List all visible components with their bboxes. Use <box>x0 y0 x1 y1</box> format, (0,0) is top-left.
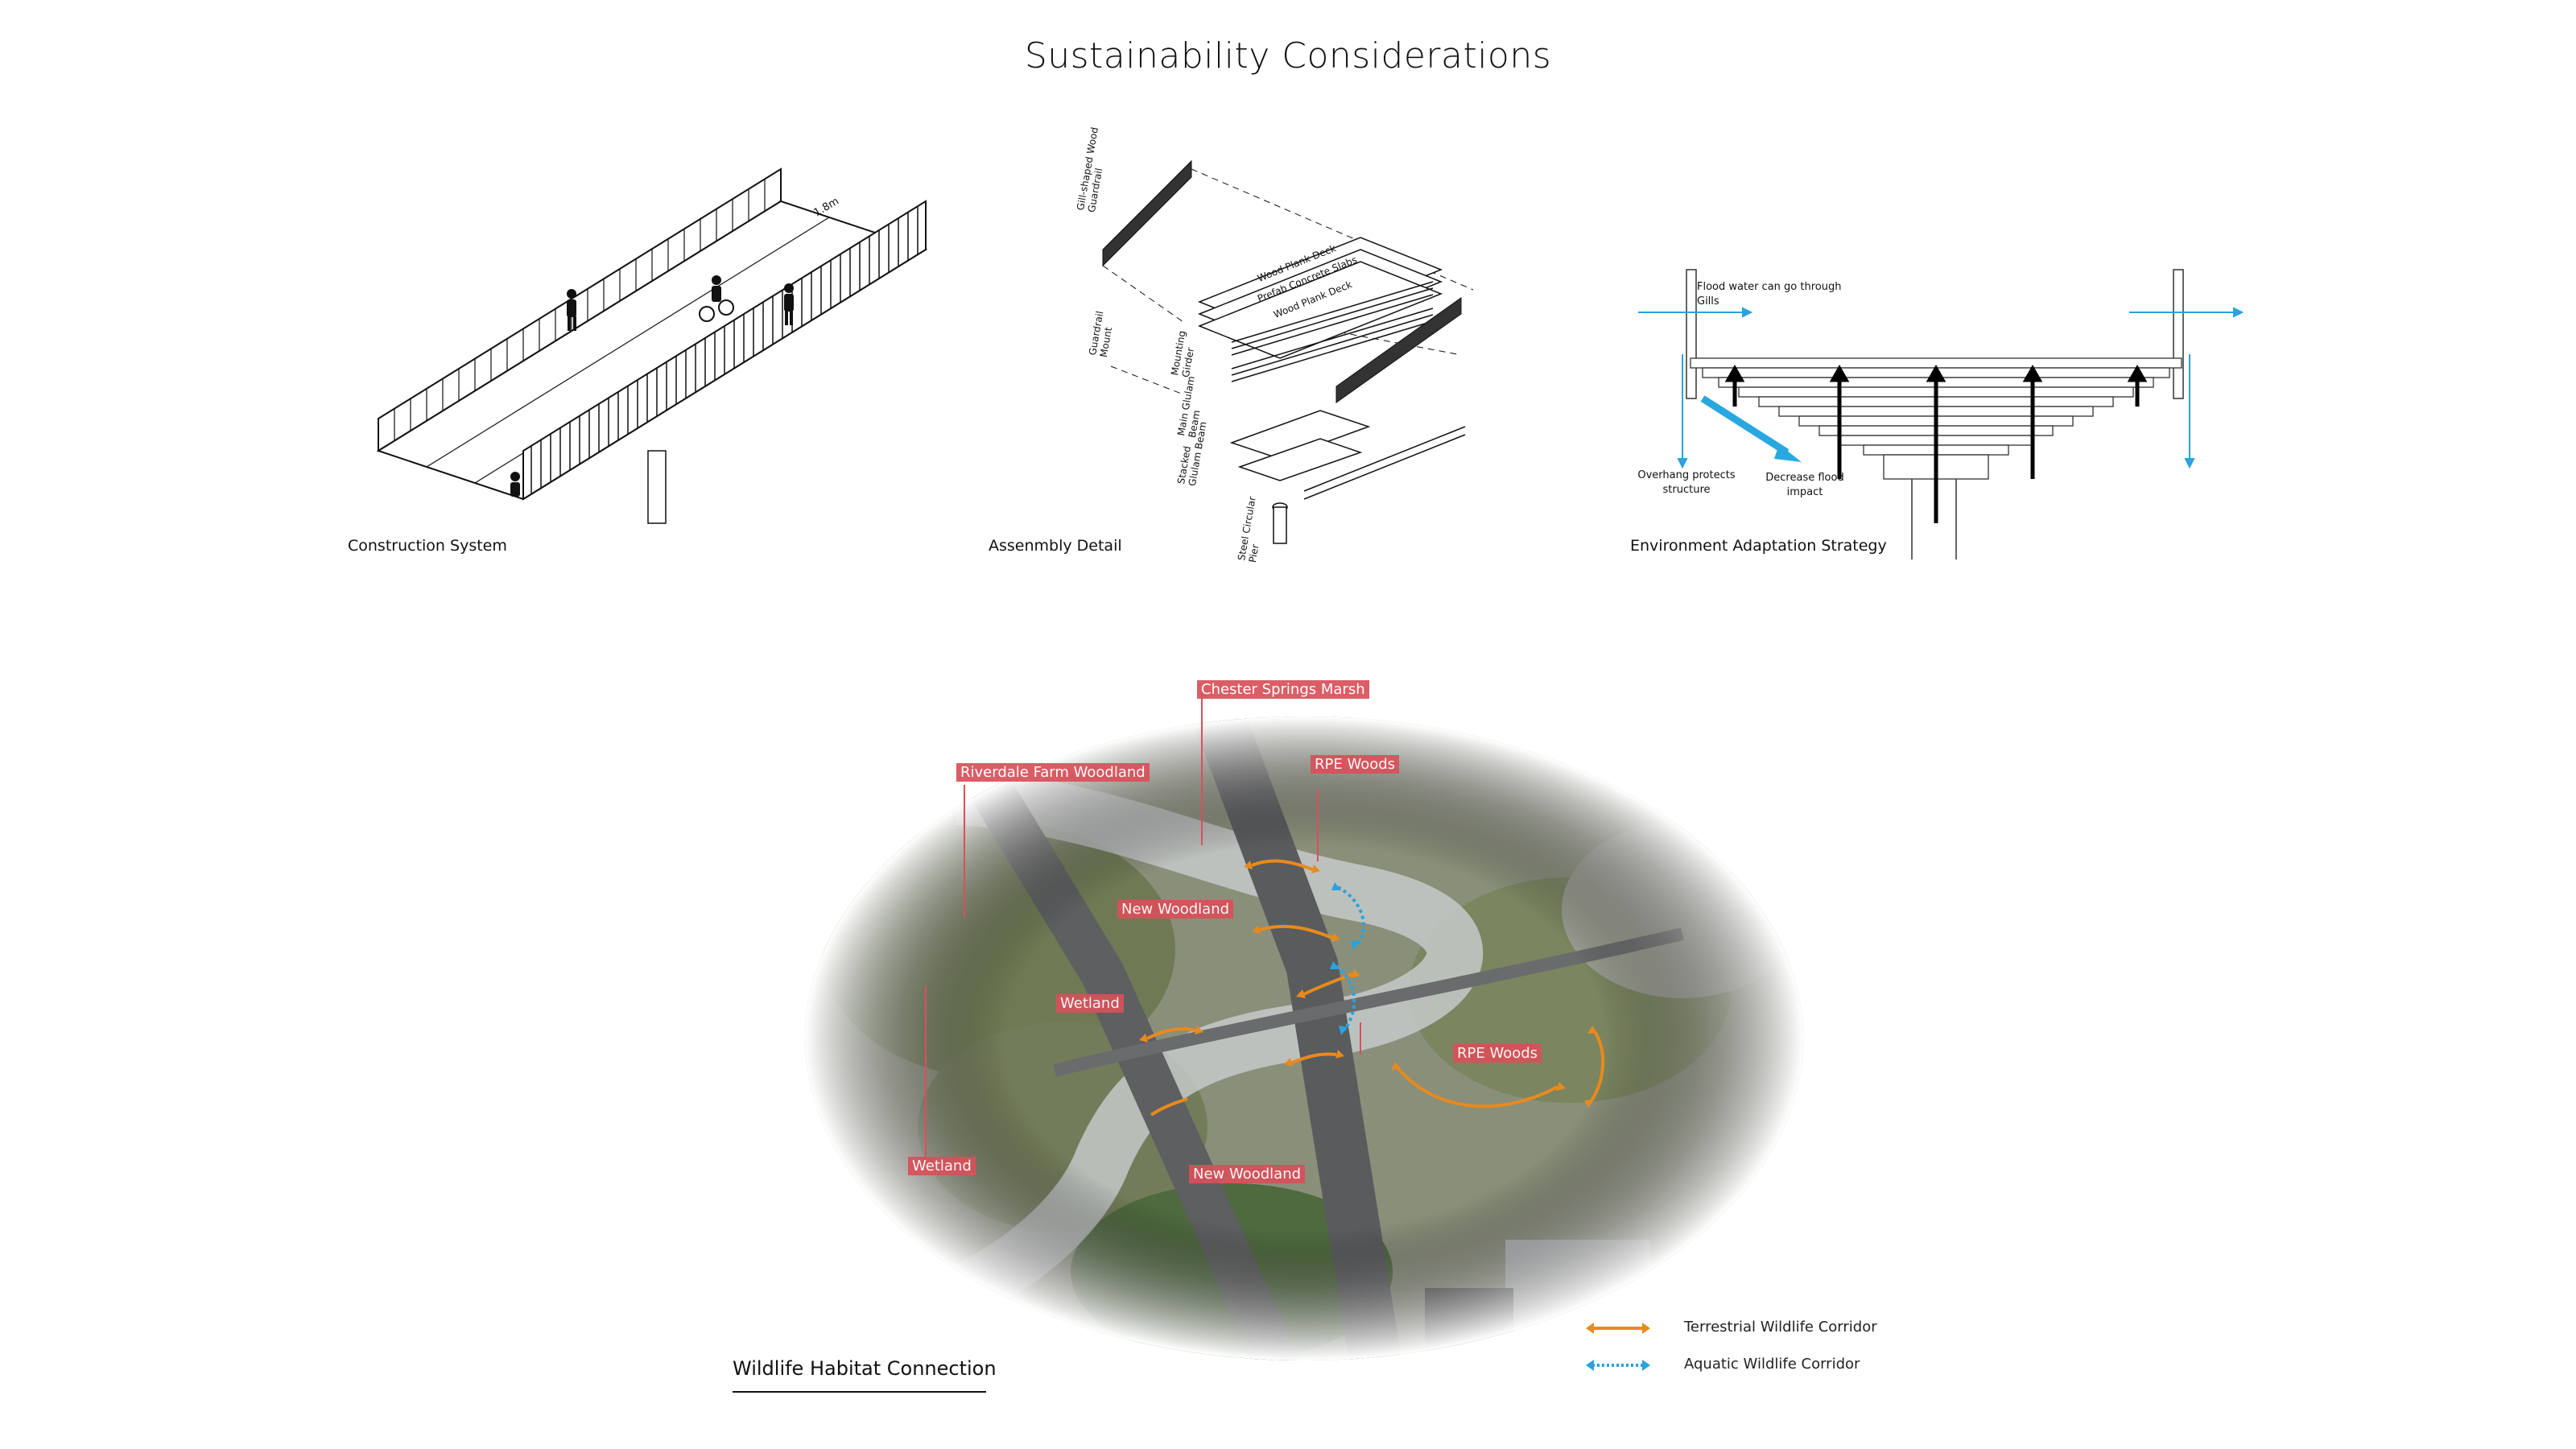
label-chester-springs-marsh: Chester Springs Marsh <box>1197 680 1369 699</box>
environment-caption: Environment Adaptation Strategy <box>1630 537 1887 555</box>
flood-note: Flood water can go through Gills <box>1697 281 1842 308</box>
label-rpe-woods-mid: RPE Woods <box>1453 1044 1542 1063</box>
construction-system-drawing <box>376 167 928 524</box>
habitat-title-underline <box>733 1391 986 1393</box>
assembly-caption: Assenmbly Detail <box>989 537 1122 555</box>
legend-terrestrial-label: Terrestrial Wildlife Corridor <box>1684 1319 1877 1335</box>
assembly-detail-drawing <box>1102 159 1474 544</box>
legend-aquatic-label: Aquatic Wildlife Corridor <box>1684 1356 1860 1373</box>
page-title: Sustainability Considerations <box>1024 35 1552 76</box>
decrease-note: Decrease flood impact <box>1765 472 1844 498</box>
label-new-woodland-low: New Woodland <box>1189 1165 1306 1183</box>
legend-terrestrial-icon <box>1586 1323 1650 1334</box>
label-new-woodland-top: New Woodland <box>1117 900 1234 919</box>
aerial-map <box>805 692 1803 1360</box>
overhang-note: Overhang protects structure <box>1637 469 1736 496</box>
environment-adaptation-drawing <box>1638 269 2244 559</box>
label-wetland-low: Wetland <box>908 1157 976 1175</box>
label-riverdale-farm-woodland: Riverdale Farm Woodland <box>956 763 1150 782</box>
habitat-section-title: Wildlife Habitat Connection <box>733 1357 997 1380</box>
legend-aquatic-icon <box>1586 1360 1650 1371</box>
label-rpe-woods-top: RPE Woods <box>1311 755 1400 774</box>
construction-caption: Construction System <box>348 537 507 555</box>
label-wetland-mid: Wetland <box>1056 994 1124 1013</box>
